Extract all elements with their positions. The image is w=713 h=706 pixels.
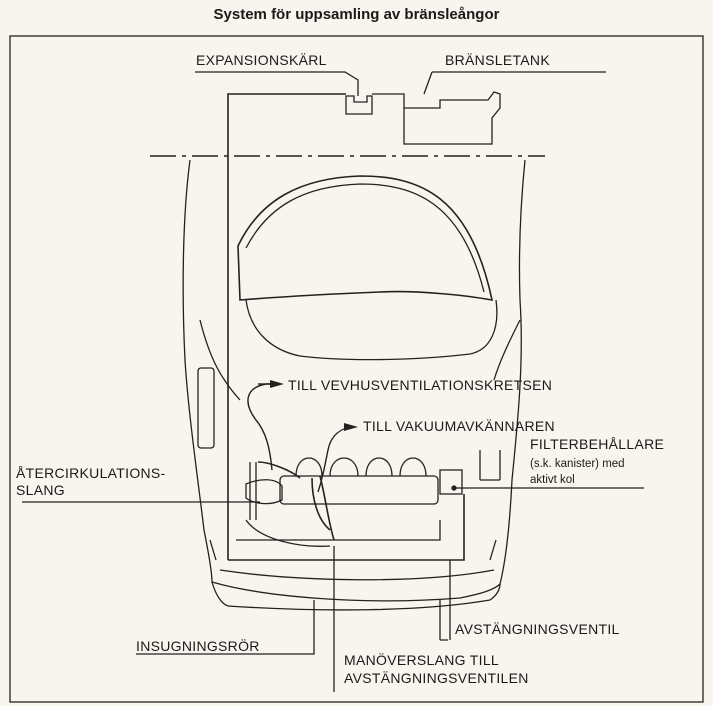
arrow-vacuum xyxy=(344,423,358,431)
windshield xyxy=(237,175,494,302)
border-frame xyxy=(9,35,704,703)
diagram-title: System för uppsamling av bränsleångor xyxy=(213,6,500,23)
intake-manifold xyxy=(245,457,439,520)
label-fuel-tank: BRÄNSLETANK xyxy=(445,52,550,68)
fuel-tank-shape xyxy=(403,91,501,145)
expansion-tank-shape xyxy=(345,95,373,115)
label-shutoff-valve: AVSTÄNGNINGSVENTIL xyxy=(455,621,620,637)
label-filter-sub2: aktivt kol xyxy=(530,474,575,486)
label-control-line1: MANÖVERSLANG TILL xyxy=(344,652,499,668)
canister-shape xyxy=(439,469,463,495)
label-filter-title: FILTERBEHÅLLARE xyxy=(530,436,665,452)
label-recirc-line1: ÅTERCIRKULATIONS- xyxy=(16,465,166,481)
label-filter-sub1: (s.k. kanister) med xyxy=(530,458,625,470)
label-intake: INSUGNINGSRÖR xyxy=(136,638,260,654)
label-crankcase: TILL VEVHUSVENTILATIONSKRETSEN xyxy=(288,377,553,393)
arrow-crankcase xyxy=(270,380,284,388)
label-expansion-tank: EXPANSIONSKÄRL xyxy=(196,52,327,68)
car-body-outline xyxy=(182,159,526,602)
label-recirc-line2: SLANG xyxy=(16,482,65,498)
label-control-line2: AVSTÄNGNINGSVENTILEN xyxy=(344,670,529,686)
label-vacuum-sensor: TILL VAKUUMAVKÄNNAREN xyxy=(363,418,555,434)
